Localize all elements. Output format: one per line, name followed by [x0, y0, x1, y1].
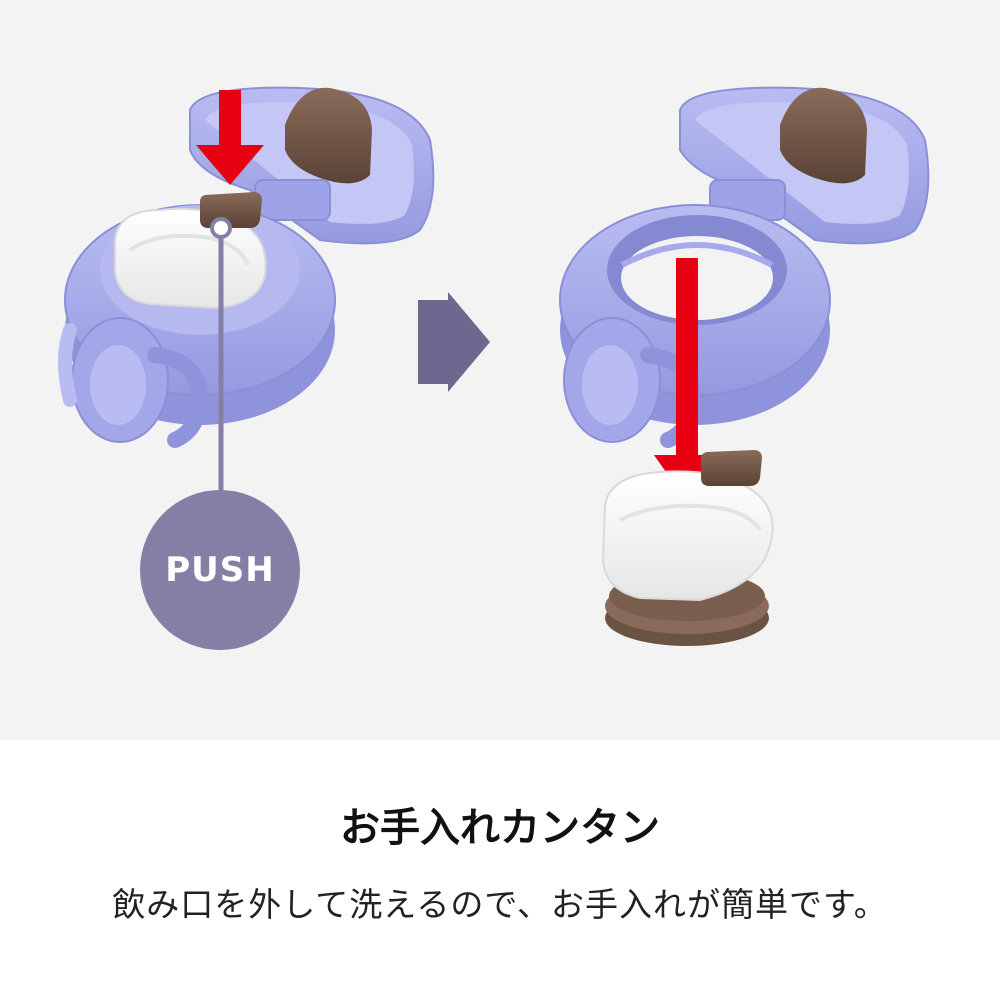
push-badge: PUSH	[140, 490, 300, 650]
push-lever-right	[701, 450, 762, 486]
cap-closed-group	[58, 86, 435, 495]
push-lever-left	[200, 192, 262, 228]
illustration	[58, 86, 930, 646]
next-step-arrow-icon	[418, 292, 490, 392]
down-arrow-icon	[196, 90, 264, 185]
cap-open-group	[559, 86, 930, 646]
push-label: PUSH	[165, 550, 275, 590]
spout-right	[601, 470, 774, 602]
lid-gasket-right	[780, 87, 867, 184]
description: 飲み口を外して洗えるので、お手入れが簡単です。	[112, 885, 888, 924]
headline: お手入れカンタン	[340, 805, 660, 851]
lid-gasket-left	[285, 87, 372, 184]
illustration-area: PUSH	[0, 0, 1000, 740]
caption-area	[0, 740, 1000, 1000]
